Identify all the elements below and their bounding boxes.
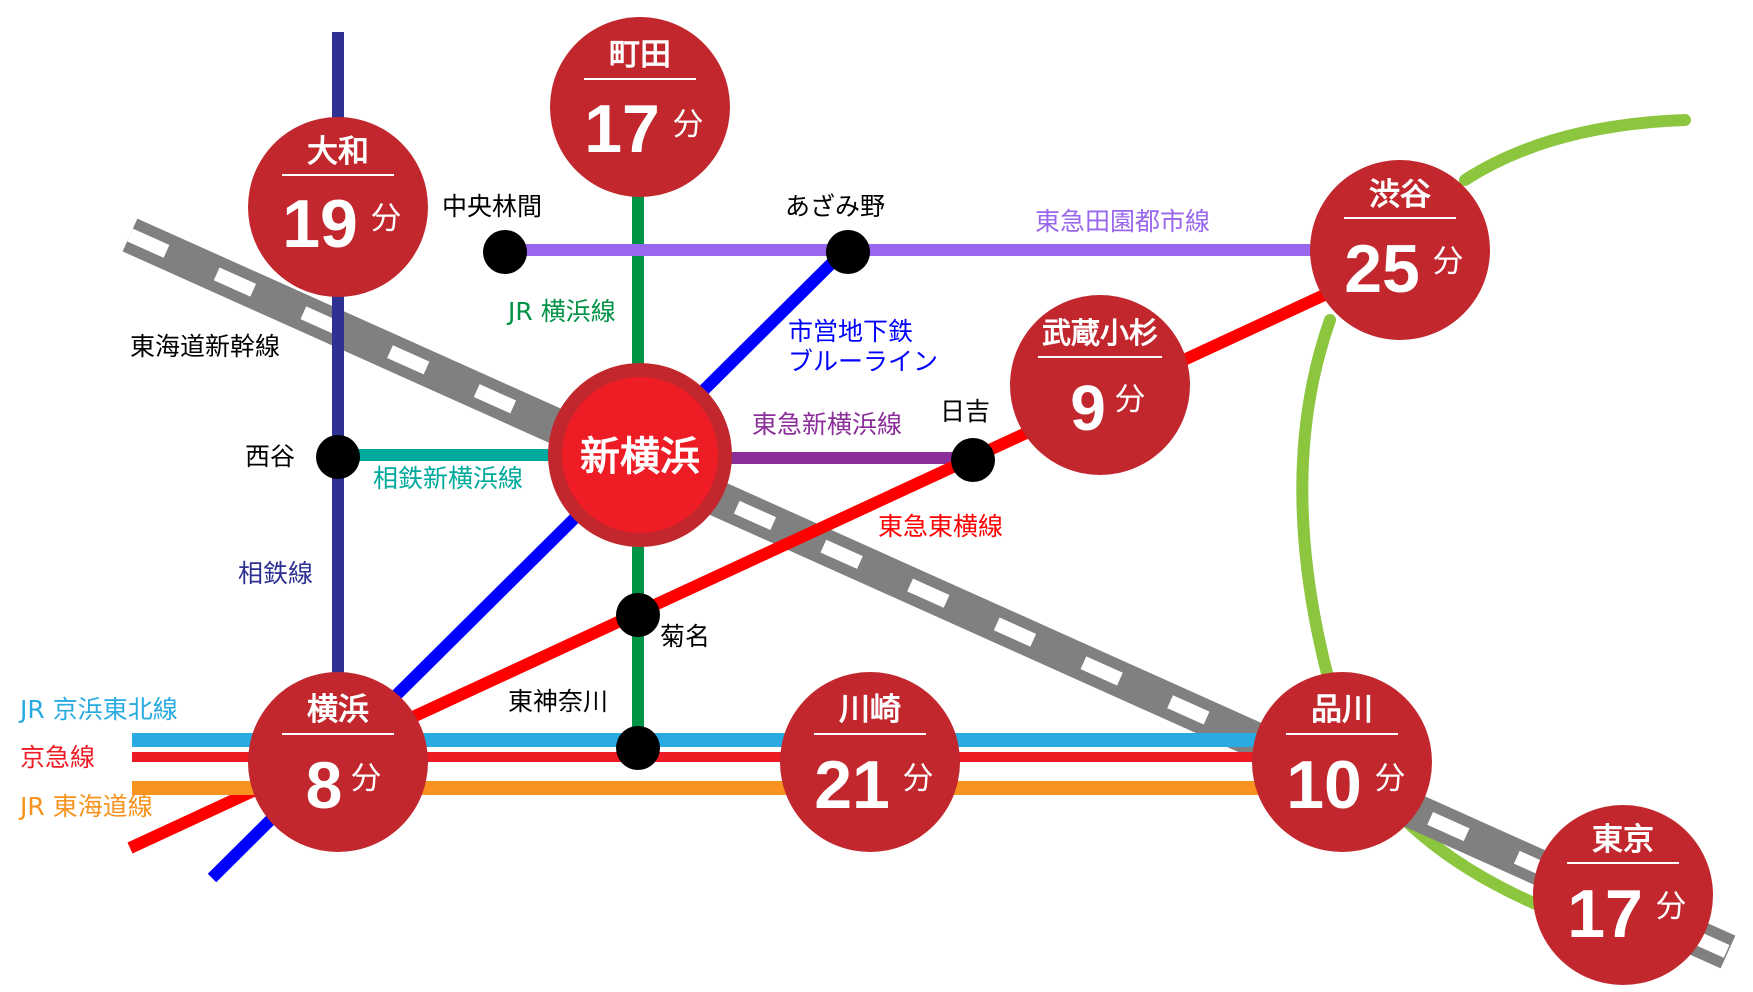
line-label-sotetsu-shinyokohama: 相鉄新横浜線 <box>373 464 523 493</box>
line-label-denentoshi: 東急田園都市線 <box>1035 207 1210 236</box>
stop-label-azamino: あざみ野 <box>785 192 885 221</box>
station-unit: 分 <box>903 761 934 797</box>
station-yokohama: 横浜 8 分 <box>248 672 428 852</box>
line-label-keihin-tohoku: JR 京浜東北線 <box>18 695 178 724</box>
station-machida: 町田 17 分 <box>550 17 730 197</box>
station-yamato: 大和 19 分 <box>248 117 428 297</box>
tokaido-shinkansen-line <box>122 218 1736 969</box>
station-unit: 分 <box>351 761 382 797</box>
line-label-sotetsu: 相鉄線 <box>238 559 313 588</box>
hub-station-shinyokohama: 新横浜 <box>548 363 732 547</box>
station-unit: 分 <box>1375 761 1406 797</box>
station-minutes: 25 <box>1344 231 1420 307</box>
line-label-blue-line-2: ブルーライン <box>788 347 938 376</box>
line-label-tokaido-shinkansen: 東海道新幹線 <box>130 332 280 361</box>
station-minutes: 21 <box>814 747 890 823</box>
station-minutes: 9 <box>1070 372 1106 444</box>
stop-label-chuorinkan: 中央林間 <box>442 192 542 221</box>
station-unit: 分 <box>1115 382 1146 418</box>
line-label-toyoko: 東急東横線 <box>878 512 1003 541</box>
line-label-blue-line-1: 市営地下鉄 <box>788 317 913 346</box>
stop-label-kikuna: 菊名 <box>660 622 710 651</box>
station-name: 武蔵小杉 <box>1042 316 1158 350</box>
station-unit: 分 <box>1656 889 1687 925</box>
station-shinagawa: 品川 10 分 <box>1252 672 1432 852</box>
line-label-tokyu-shinyokohama: 東急新横浜線 <box>752 410 902 439</box>
stop-dot-hiyoshi <box>951 438 995 482</box>
station-name: 横浜 <box>307 692 369 728</box>
station-name: 川崎 <box>839 692 901 728</box>
station-unit: 分 <box>1433 244 1464 280</box>
stop-label-hiyoshi: 日吉 <box>940 397 990 426</box>
line-label-tokaido: JR 東海道線 <box>18 792 153 821</box>
station-musashikosugi: 武蔵小杉 9 分 <box>1010 295 1190 475</box>
station-minutes: 17 <box>1567 876 1643 952</box>
station-tokyo: 東京 17 分 <box>1533 805 1713 985</box>
stop-dot-higashikanagawa <box>616 726 660 770</box>
station-name: 大和 <box>307 134 369 170</box>
station-kawasaki: 川崎 21 分 <box>780 672 960 852</box>
station-name: 東京 <box>1592 822 1654 858</box>
station-unit: 分 <box>673 107 704 143</box>
station-minutes: 17 <box>584 91 660 167</box>
station-minutes: 8 <box>306 748 343 822</box>
station-minutes: 10 <box>1286 747 1362 823</box>
hub-station-name: 新横浜 <box>580 434 700 480</box>
station-unit: 分 <box>371 201 402 237</box>
stop-dot-azamino <box>826 230 870 274</box>
stop-label-higashikanagawa: 東神奈川 <box>508 687 608 716</box>
stop-label-nishiya: 西谷 <box>245 442 295 471</box>
line-label-keikyu: 京急線 <box>20 743 95 772</box>
station-name: 品川 <box>1311 692 1373 728</box>
station-name: 渋谷 <box>1369 177 1431 213</box>
stop-dot-nishiya <box>316 435 360 479</box>
stop-dot-chuorinkan <box>483 230 527 274</box>
stop-dot-kikuna <box>616 593 660 637</box>
line-label-jr-yokohama: JR 横浜線 <box>506 297 616 326</box>
station-shibuya: 渋谷 25 分 <box>1310 160 1490 340</box>
station-minutes: 19 <box>282 186 358 262</box>
station-name: 町田 <box>609 37 671 73</box>
